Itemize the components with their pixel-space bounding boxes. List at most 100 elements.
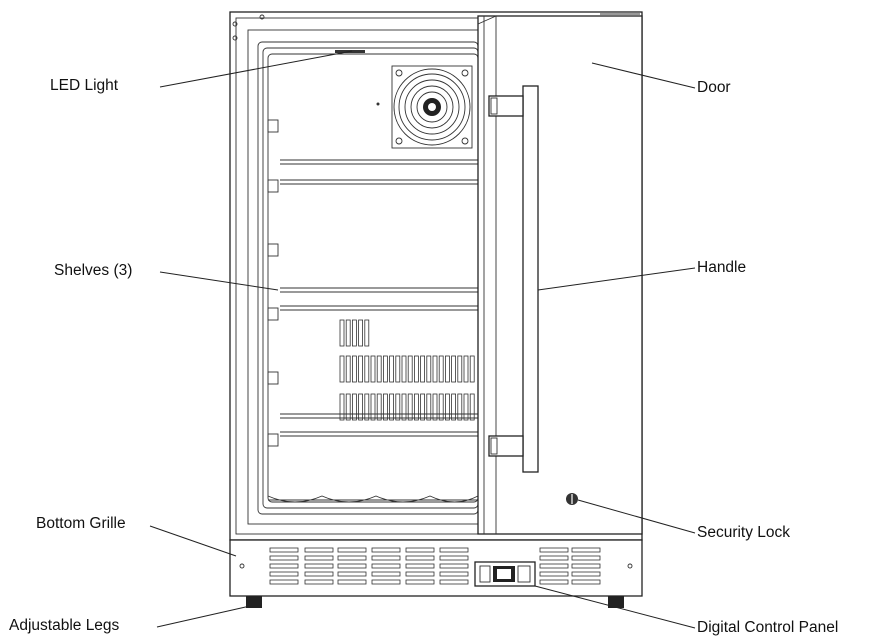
- grille-slot: [439, 579, 469, 585]
- grille-slot: [539, 571, 569, 577]
- vent-slot: [345, 319, 351, 347]
- vent-slot: [469, 393, 475, 421]
- label-door: Door: [697, 79, 731, 96]
- vent-slot: [469, 355, 475, 383]
- vent-slot: [358, 319, 364, 347]
- grille-slot: [337, 555, 367, 561]
- vent-slot: [444, 393, 450, 421]
- vent-slot: [382, 393, 388, 421]
- vent-slot: [444, 355, 450, 383]
- grille-slot: [337, 571, 367, 577]
- vent-slot: [432, 355, 438, 383]
- grille-slot: [304, 555, 334, 561]
- grille-slot: [371, 547, 401, 553]
- vent-slot: [351, 319, 357, 347]
- vent-slot: [413, 393, 419, 421]
- grille-slot: [571, 579, 601, 585]
- grille-slot: [304, 547, 334, 553]
- vent-slot: [420, 393, 426, 421]
- grille-slot: [269, 547, 299, 553]
- vent-slot: [426, 393, 432, 421]
- vent-slot: [351, 355, 357, 383]
- grille-slot: [269, 571, 299, 577]
- vent-slot: [395, 393, 401, 421]
- grille-slot: [304, 563, 334, 569]
- shelf-2: [280, 287, 478, 311]
- grille-slot: [269, 563, 299, 569]
- label-handle: Handle: [697, 259, 747, 276]
- leader-led-light: [159, 50, 353, 88]
- label-led-light: LED Light: [50, 77, 119, 94]
- vent-slot: [463, 355, 469, 383]
- shelf-1: [280, 159, 478, 185]
- grille-slot: [405, 547, 435, 553]
- vent-slot: [370, 393, 376, 421]
- grille-slot: [539, 547, 569, 553]
- grille-slot: [539, 563, 569, 569]
- vent-slot: [451, 393, 457, 421]
- vent-slot: [376, 355, 382, 383]
- label-digital-control-panel: Digital Control Panel: [697, 619, 839, 636]
- vent-slot: [339, 319, 345, 347]
- vent-slot: [364, 393, 370, 421]
- label-bottom-grille: Bottom Grille: [36, 515, 126, 532]
- grille-slot: [304, 571, 334, 577]
- vent-slot: [420, 355, 426, 383]
- vent-slot: [382, 355, 388, 383]
- vent-slot: [339, 355, 345, 383]
- vent-slot: [364, 355, 370, 383]
- leader-shelves: [159, 271, 279, 291]
- vent-slot: [376, 393, 382, 421]
- vent-slot: [389, 393, 395, 421]
- grille-slot: [539, 579, 569, 585]
- grille-slot: [405, 579, 435, 585]
- grille-slot: [571, 571, 601, 577]
- grille-slot: [571, 555, 601, 561]
- leader-door: [591, 62, 696, 89]
- base-grille: [229, 539, 643, 597]
- grille-slot: [371, 555, 401, 561]
- grille-slot: [439, 571, 469, 577]
- grille-slot: [304, 579, 334, 585]
- vent-slot: [364, 319, 370, 347]
- vent-slot: [463, 393, 469, 421]
- right-leg: [608, 596, 624, 608]
- grille-slot: [371, 571, 401, 577]
- vent-slot: [438, 355, 444, 383]
- shelf-clips: [267, 119, 279, 447]
- vent-slot: [451, 355, 457, 383]
- vent-slot: [457, 393, 463, 421]
- vent-slot: [407, 393, 413, 421]
- grille-slot: [337, 547, 367, 553]
- bottom-rack: [267, 495, 479, 503]
- grille-slot: [405, 555, 435, 561]
- leader-handle: [537, 267, 696, 291]
- grille-slot: [439, 563, 469, 569]
- vent-slot: [345, 355, 351, 383]
- leader-bottom-grille: [149, 525, 237, 557]
- vent-slot: [426, 355, 432, 383]
- grille-slot: [269, 579, 299, 585]
- label-adjustable-legs: Adjustable Legs: [9, 617, 120, 634]
- label-security-lock: Security Lock: [697, 524, 791, 541]
- vent-slot: [389, 355, 395, 383]
- vent-slot: [345, 393, 351, 421]
- vent-slot: [370, 355, 376, 383]
- vent-slot: [339, 393, 345, 421]
- left-leg: [246, 596, 262, 608]
- rear-vent-slots: [339, 319, 475, 421]
- grille-slot: [571, 563, 601, 569]
- control-panel-icon: [474, 561, 536, 587]
- grille-slot: [337, 579, 367, 585]
- grille-slot: [371, 579, 401, 585]
- label-shelves: Shelves (3): [54, 262, 133, 279]
- vent-slot: [401, 355, 407, 383]
- vent-slot: [457, 355, 463, 383]
- grille-slot: [405, 563, 435, 569]
- grille-slot: [405, 571, 435, 577]
- handle-bar: [488, 85, 539, 473]
- grille-slot: [269, 555, 299, 561]
- leader-adjustable-legs: [156, 605, 251, 628]
- lock-icon: [566, 493, 578, 505]
